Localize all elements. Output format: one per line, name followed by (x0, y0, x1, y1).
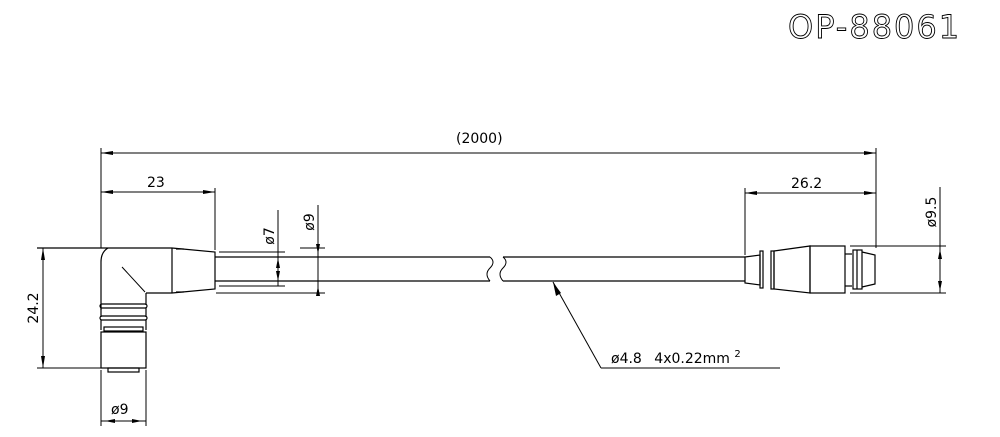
cable-callout: ø4.8 4x0.22mm 2 (552, 281, 780, 369)
left-connector-length-label: 23 (147, 175, 165, 191)
left-cable-diameter-dimensions: ø7 ø9 (216, 205, 325, 296)
left-cable-dia-inner-label: ø7 (262, 227, 278, 244)
cable-spec-superscript: 2 (734, 349, 740, 360)
right-connector-dia-dimension: ø9.5 (924, 187, 942, 293)
cable-diameter-label: ø4.8 (611, 351, 642, 367)
left-connector-length-dimension: 23 (101, 175, 216, 250)
total-length-dimension: (2000) (100, 131, 877, 248)
left-connector-dia-dimension: ø9 (100, 370, 147, 426)
right-straight-connector (744, 245, 946, 294)
right-connector-dia-label: ø9.5 (924, 197, 940, 228)
left-connector-height-label: 24.2 (26, 292, 42, 323)
total-length-label: (2000) (456, 131, 503, 147)
part-number: OP-88061 (788, 8, 961, 46)
right-connector-length-dimension: 26.2 (744, 176, 876, 255)
cable-spec-label: 4x0.22mm (654, 351, 730, 367)
left-connector-height-dimension: 24.2 (26, 248, 101, 369)
right-connector-length-label: 26.2 (791, 176, 822, 192)
cable (215, 256, 745, 282)
left-connector-dia-label: ø9 (111, 402, 128, 418)
left-elbow-connector (37, 247, 216, 373)
left-cable-dia-outer-label: ø9 (302, 213, 318, 230)
svg-text:ø4.8 4x0.22mm 2: ø4.8 4x0.22mm 2 (611, 349, 741, 367)
